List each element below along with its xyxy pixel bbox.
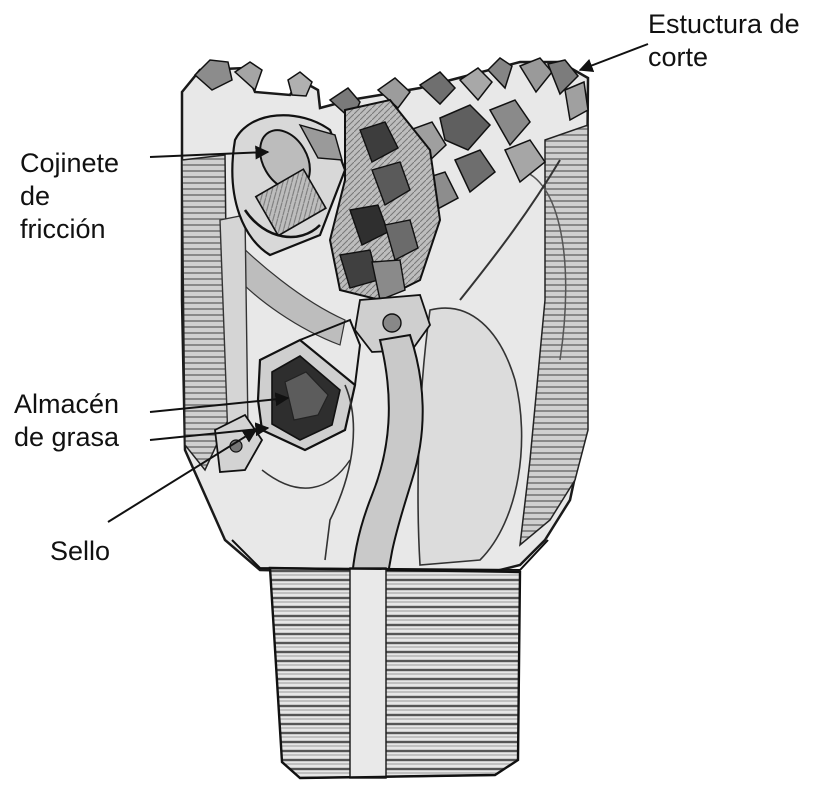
- label-friction-bearing: Cojinete de fricción: [20, 147, 119, 246]
- threaded-pin: [232, 540, 548, 778]
- label-cutting-structure-line1: Estuctura de: [648, 8, 800, 41]
- label-seal-line1: Sello: [50, 535, 110, 568]
- label-seal: Sello: [50, 535, 110, 568]
- label-grease-reservoir-line2: de grasa: [14, 421, 119, 454]
- label-friction-bearing-line2: de: [20, 180, 119, 213]
- leader-cutting-structure: [580, 44, 648, 70]
- label-cutting-structure-line2: corte: [648, 41, 800, 74]
- label-cutting-structure: Estuctura de corte: [648, 8, 800, 74]
- label-friction-bearing-line3: fricción: [20, 213, 119, 246]
- label-friction-bearing-line1: Cojinete: [20, 147, 119, 180]
- label-grease-reservoir: Almacén de grasa: [14, 388, 119, 454]
- label-grease-reservoir-line1: Almacén: [14, 388, 119, 421]
